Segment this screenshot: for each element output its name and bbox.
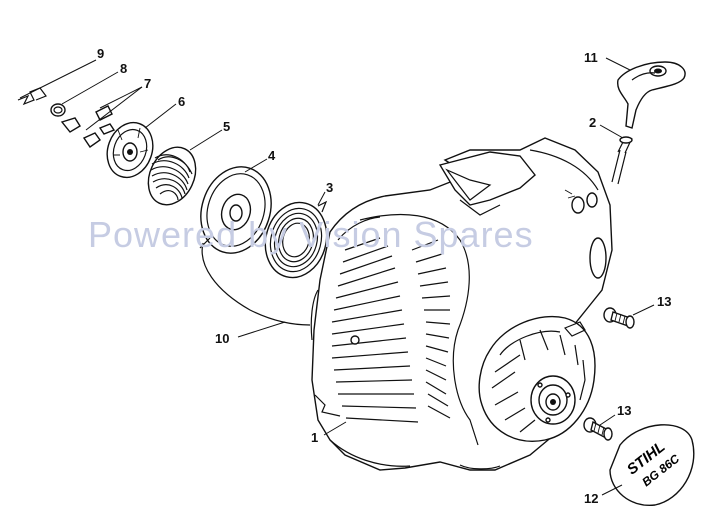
starter-rope (201, 242, 311, 326)
callout-3: 3 (326, 180, 333, 195)
pulley (106, 121, 154, 179)
starter-rope-grommet (611, 136, 633, 185)
callout-8: 8 (120, 61, 127, 76)
screw-upper (603, 307, 635, 329)
callout-13-lower: 13 (617, 403, 631, 418)
callout-12: 12 (584, 491, 598, 506)
leader-lines (19, 57, 655, 496)
fan-housing (310, 137, 613, 471)
callout-10: 10 (215, 331, 229, 346)
watermark-text: Powered by Vision Spares (88, 214, 534, 255)
callout-labels: 9 8 7 6 5 4 3 10 11 2 13 13 12 1 (97, 46, 671, 506)
callout-5: 5 (223, 119, 230, 134)
callout-13-upper: 13 (657, 294, 671, 309)
stihl-logo-badge: STIHL BG 86C (609, 424, 695, 506)
pawls (60, 105, 116, 148)
rope-rotor (199, 166, 272, 254)
pawl-spring-coil (147, 146, 197, 206)
starter-grip (616, 61, 686, 129)
callout-2: 2 (589, 115, 596, 130)
washer (50, 103, 66, 117)
rewind-spring (264, 200, 328, 279)
callout-9: 9 (97, 46, 104, 61)
callout-1: 1 (311, 430, 318, 445)
callout-6: 6 (178, 94, 185, 109)
callout-4: 4 (268, 148, 276, 163)
vent-grill (331, 237, 451, 423)
callout-11: 11 (584, 50, 598, 65)
fan-impeller (478, 315, 596, 442)
screw-lower (583, 417, 613, 441)
spring-clip (17, 87, 47, 106)
callout-7: 7 (144, 76, 151, 91)
